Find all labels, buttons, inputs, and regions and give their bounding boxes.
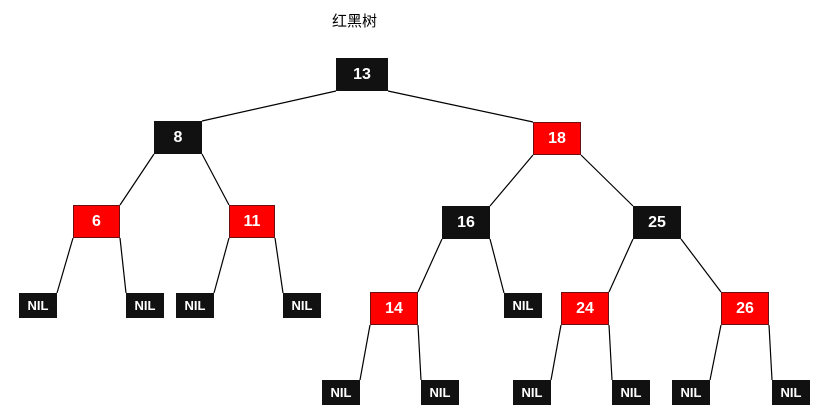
tree-edge [119,153,155,206]
tree-edge [417,238,443,293]
tree-nil-leaf: NIL [19,293,57,318]
node-label: NIL [680,385,702,400]
node-label: 26 [736,299,754,317]
tree-nil-leaf: NIL [513,380,551,405]
node-label: NIL [780,385,802,400]
tree-edge [274,237,284,294]
node-label: 14 [385,299,403,317]
node-label: NIL [134,298,156,313]
tree-nil-leaf: NIL [322,380,360,405]
node-label: NIL [291,298,313,313]
node-label: 6 [92,212,101,230]
node-label: NIL [330,385,352,400]
node-label: NIL [184,298,206,313]
tree-node-13: 13 [336,58,388,91]
node-label: NIL [620,385,642,400]
tree-edge [417,324,422,381]
tree-edge [608,238,634,293]
tree-nil-leaf: NIL [421,380,459,405]
tree-nil-leaf: NIL [672,380,710,405]
tree-node-11: 11 [229,205,275,238]
node-label: NIL [521,385,543,400]
node-label: 8 [173,128,183,146]
tree-edge [489,154,534,207]
node-label: 25 [648,213,666,231]
tree-node-8: 8 [154,121,202,154]
tree-nil-leaf: NIL [612,380,650,405]
node-label: 11 [243,212,261,230]
tree-edge [387,90,534,123]
node-label: NIL [429,385,451,400]
node-label: NIL [512,298,534,313]
tree-edge [608,324,613,381]
tree-edge [201,153,230,206]
tree-edge [201,90,337,122]
tree-edge [213,237,230,294]
tree-edge [56,237,74,294]
node-label: 24 [576,299,594,317]
node-label: 18 [548,129,566,147]
tree-nil-leaf: NIL [126,293,164,318]
node-label: 16 [457,213,475,231]
tree-node-24: 24 [561,292,609,325]
tree-nil-leaf: NIL [283,293,321,318]
tree-edge [580,154,634,207]
tree-node-25: 25 [633,206,681,239]
tree-nil-leaf: NIL [176,293,214,318]
tree-edge [550,324,562,381]
tree-edge [119,237,127,294]
tree-edge [768,324,773,381]
tree-edge [680,238,722,293]
tree-nil-leaf: NIL [772,380,810,405]
tree-node-14: 14 [370,292,418,325]
tree-node-26: 26 [721,292,769,325]
node-label: 13 [353,65,371,83]
tree-edge [709,324,722,381]
tree-node-18: 18 [533,122,581,155]
tree-nil-leaf: NIL [504,293,542,318]
diagram-title: 红黑树 [332,13,378,30]
tree-edge [359,324,371,381]
node-label: NIL [27,298,49,313]
tree-node-16: 16 [442,206,490,239]
tree-edge [489,238,505,294]
tree-node-6: 6 [73,205,120,238]
